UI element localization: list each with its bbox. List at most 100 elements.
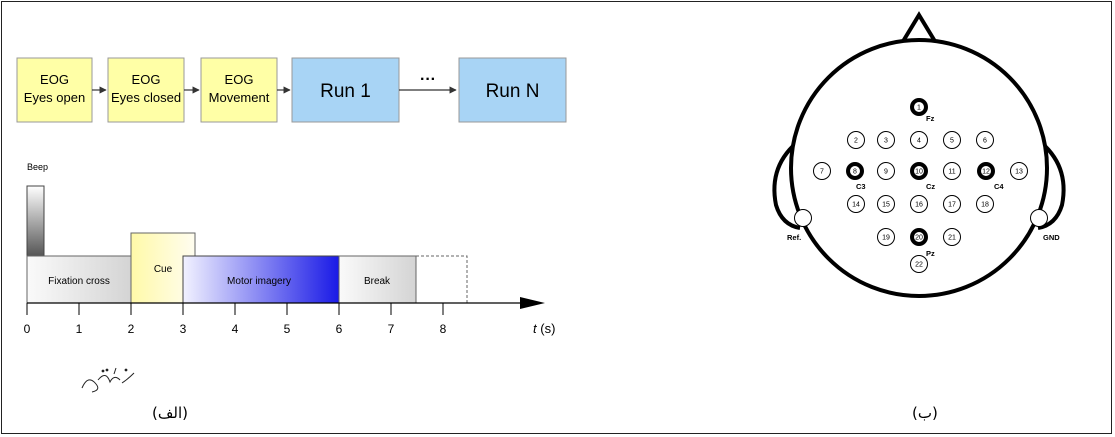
eog-eyes-closed-line2: Eyes closed [111, 90, 181, 105]
tick-label: 7 [388, 322, 395, 336]
electrode-number: 6 [983, 138, 987, 145]
electrode-2 [847, 131, 865, 149]
run-1-box [291, 57, 400, 123]
electrode-number: 18 [981, 202, 989, 209]
run-1-label: Run 1 [320, 81, 371, 102]
tick-label: 5 [284, 322, 291, 336]
c3-label: C3 [856, 182, 866, 191]
electrode-number: 14 [852, 202, 860, 209]
electrode-9 [877, 162, 895, 180]
cz-label: Cz [926, 182, 935, 191]
motor-imagery-label: Motor imagery [227, 276, 291, 287]
tick-label: 8 [440, 322, 447, 336]
electrode-7 [813, 162, 831, 180]
electrode-number: 2 [854, 138, 858, 145]
tick-label: 2 [128, 322, 135, 336]
electrode-number: 13 [1015, 169, 1023, 176]
time-axis-variable: t [533, 321, 538, 336]
electrode-number: 17 [948, 202, 956, 209]
tick-label: 4 [232, 322, 239, 336]
electrode-number: 15 [882, 202, 890, 209]
right-ear-icon [1036, 138, 1066, 230]
electrode-8 [846, 162, 864, 180]
eog-eyes-open-line1: EOG [40, 72, 69, 87]
electrode-20 [910, 228, 928, 246]
gnd-electrode [1030, 209, 1048, 227]
electrode-17 [943, 195, 961, 213]
electrode-number: 8 [853, 169, 857, 176]
electrode-19 [877, 228, 895, 246]
break-segment [338, 255, 417, 304]
eog-eyes-closed-line1: EOG [132, 72, 161, 87]
pz-label: Pz [926, 249, 935, 258]
electrode-6 [976, 131, 994, 149]
electrode-22 [910, 255, 928, 273]
electrode-21 [943, 228, 961, 246]
run-n-box [458, 57, 567, 123]
flow-row: EOG Eyes open EOG Eyes closed EOG Moveme… [16, 57, 567, 123]
fz-label: Fz [926, 114, 935, 123]
ellipsis: ··· [420, 71, 436, 88]
optional-break-segment [415, 255, 468, 304]
time-axis-ticks: 0 1 2 3 4 5 6 7 8 [24, 303, 447, 336]
eog-movement-line1: EOG [225, 72, 254, 87]
electrode-number: 21 [948, 235, 956, 242]
electrode-number: 20 [915, 235, 923, 242]
beep-label: Beep [27, 162, 48, 172]
tick-label: 3 [180, 322, 187, 336]
nose-icon [900, 11, 938, 45]
electrode-number: 3 [884, 138, 888, 145]
electrode-number: 7 [820, 169, 824, 176]
electrode-18 [976, 195, 994, 213]
c4-label: C4 [994, 182, 1004, 191]
trial-timeline: Beep Fixation cross Cue Motor imagery Br… [24, 162, 556, 336]
electrode-11 [943, 162, 961, 180]
electrode-number: 12 [982, 169, 990, 176]
electrode-number: 16 [915, 202, 923, 209]
eog-eyes-open-box [16, 57, 93, 123]
electrode-15 [877, 195, 895, 213]
tick-label: 0 [24, 322, 31, 336]
electrode-number: 10 [915, 169, 923, 176]
electrode-number: 5 [950, 138, 954, 145]
electrode-number: 4 [917, 138, 921, 145]
electrode-3 [877, 131, 895, 149]
electrode-number: 22 [915, 262, 923, 269]
motor-imagery-segment [182, 255, 340, 304]
ref-electrode [794, 209, 812, 227]
eog-movement-box [200, 57, 278, 123]
electrode-14 [847, 195, 865, 213]
break-label: Break [364, 276, 391, 287]
signature-watermark [81, 367, 135, 393]
time-axis-arrowhead [520, 297, 545, 309]
electrode-number: 11 [948, 169, 955, 176]
right-panel-caption: (ب) [912, 404, 938, 422]
electrode-1 [910, 98, 928, 116]
run-n-label: Run N [486, 81, 540, 102]
tick-label: 1 [76, 322, 83, 336]
time-axis-label: t (s) [533, 321, 555, 336]
left-panel-caption: (الف) [152, 404, 188, 422]
eog-eyes-open-line2: Eyes open [24, 90, 85, 105]
beep-bar [26, 185, 45, 257]
electrode-16 [910, 195, 928, 213]
electrode-12 [977, 162, 995, 180]
eog-movement-line2: Movement [209, 90, 270, 105]
time-axis-unit: (s) [537, 321, 556, 336]
electrode-number: 19 [882, 235, 890, 242]
electrode-5 [943, 131, 961, 149]
gnd-label: GND [1043, 233, 1060, 242]
left-ear-icon [772, 138, 802, 230]
electrode-4 [910, 131, 928, 149]
electrode-10 [910, 162, 928, 180]
electrode-number: 9 [884, 169, 888, 176]
ref-label: Ref. [787, 233, 801, 242]
fixation-cross-label: Fixation cross [48, 276, 110, 287]
cue-label: Cue [154, 264, 173, 275]
tick-label: 6 [336, 322, 343, 336]
electrode-13 [1010, 162, 1028, 180]
